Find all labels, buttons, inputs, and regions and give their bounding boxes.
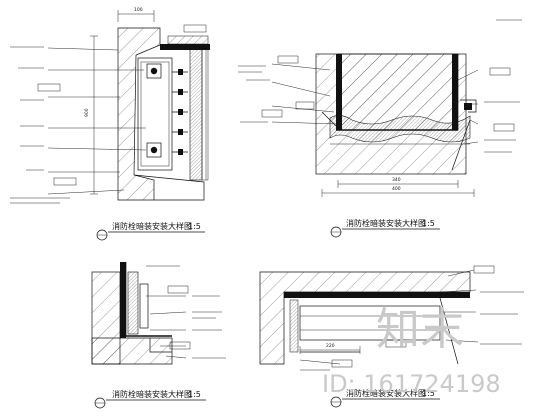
detail-top-right: 340 400 (238, 19, 522, 238)
cabinet-frame (336, 54, 342, 130)
dimension-top: 100 (117, 7, 155, 22)
watermark-brand: 知末 (376, 304, 464, 355)
anchor-bolt-icon (146, 142, 162, 158)
detail-scale: 1:5 (188, 390, 201, 399)
material-tag (167, 285, 191, 350)
material-tag (331, 265, 495, 368)
detail-title: 消防栓暗装安装大样图 (346, 388, 426, 398)
annotation-text-lines (300, 291, 524, 371)
detail-scale: 1:5 (188, 222, 201, 231)
cabinet-frame (284, 292, 470, 298)
leader-lines (47, 47, 147, 195)
annotation-text-lines (10, 46, 70, 204)
leader-lines (146, 265, 187, 359)
watermark-id: ID: 161724198 (322, 370, 501, 398)
annotation-text-lines (238, 19, 522, 153)
dimension-bottom: 220 (299, 343, 361, 354)
detail-title: 消防栓暗装安装大样图 (112, 221, 192, 231)
detail-scale: 1:5 (422, 389, 435, 398)
detail-bottom-left: 消防栓暗装安装大样图 1:5 (91, 262, 226, 409)
leader-lines (271, 63, 479, 145)
detail-top-left: 100 900 (10, 7, 210, 241)
annotation-text-lines (192, 295, 226, 359)
dimension-inner-text: 340 (392, 177, 401, 183)
dimension-total-text: 400 (392, 186, 401, 192)
watermark: 知末 ID: 161724198 (322, 304, 501, 398)
detail-caption: 消防栓暗装安装大样图 1:5 (330, 218, 440, 238)
wall-section (117, 27, 161, 201)
finish-panel (189, 47, 203, 181)
dimension-width-text: 220 (326, 343, 335, 349)
detail-scale: 1:5 (422, 219, 435, 228)
dimension-top-text: 100 (134, 7, 143, 13)
detail-caption: 消防栓暗装安装大样图 1:5 (94, 389, 206, 409)
bracket-group (172, 69, 188, 155)
dimension-bottom: 340 400 (321, 177, 475, 197)
dimension-vertical: 900 (84, 35, 98, 195)
detail-bottom-right: 220 消防栓暗装安装大样图 1:5 (259, 265, 524, 408)
detail-caption: 消防栓暗装安装大样图 1:5 (330, 388, 440, 408)
anchor-bolt-icon (146, 63, 162, 79)
leader-lines (299, 269, 479, 365)
finish-panel (329, 115, 471, 143)
material-tag (261, 55, 515, 132)
detail-title: 消防栓暗装安装大样图 (346, 218, 426, 228)
detail-title: 消防栓暗装安装大样图 (112, 389, 192, 399)
material-tag (37, 24, 207, 186)
dimension-vertical-text: 900 (84, 108, 90, 117)
detail-caption: 消防栓暗装安装大样图 1:5 (96, 221, 205, 241)
cabinet-frame (137, 57, 173, 171)
cabinet-frame (120, 262, 126, 338)
